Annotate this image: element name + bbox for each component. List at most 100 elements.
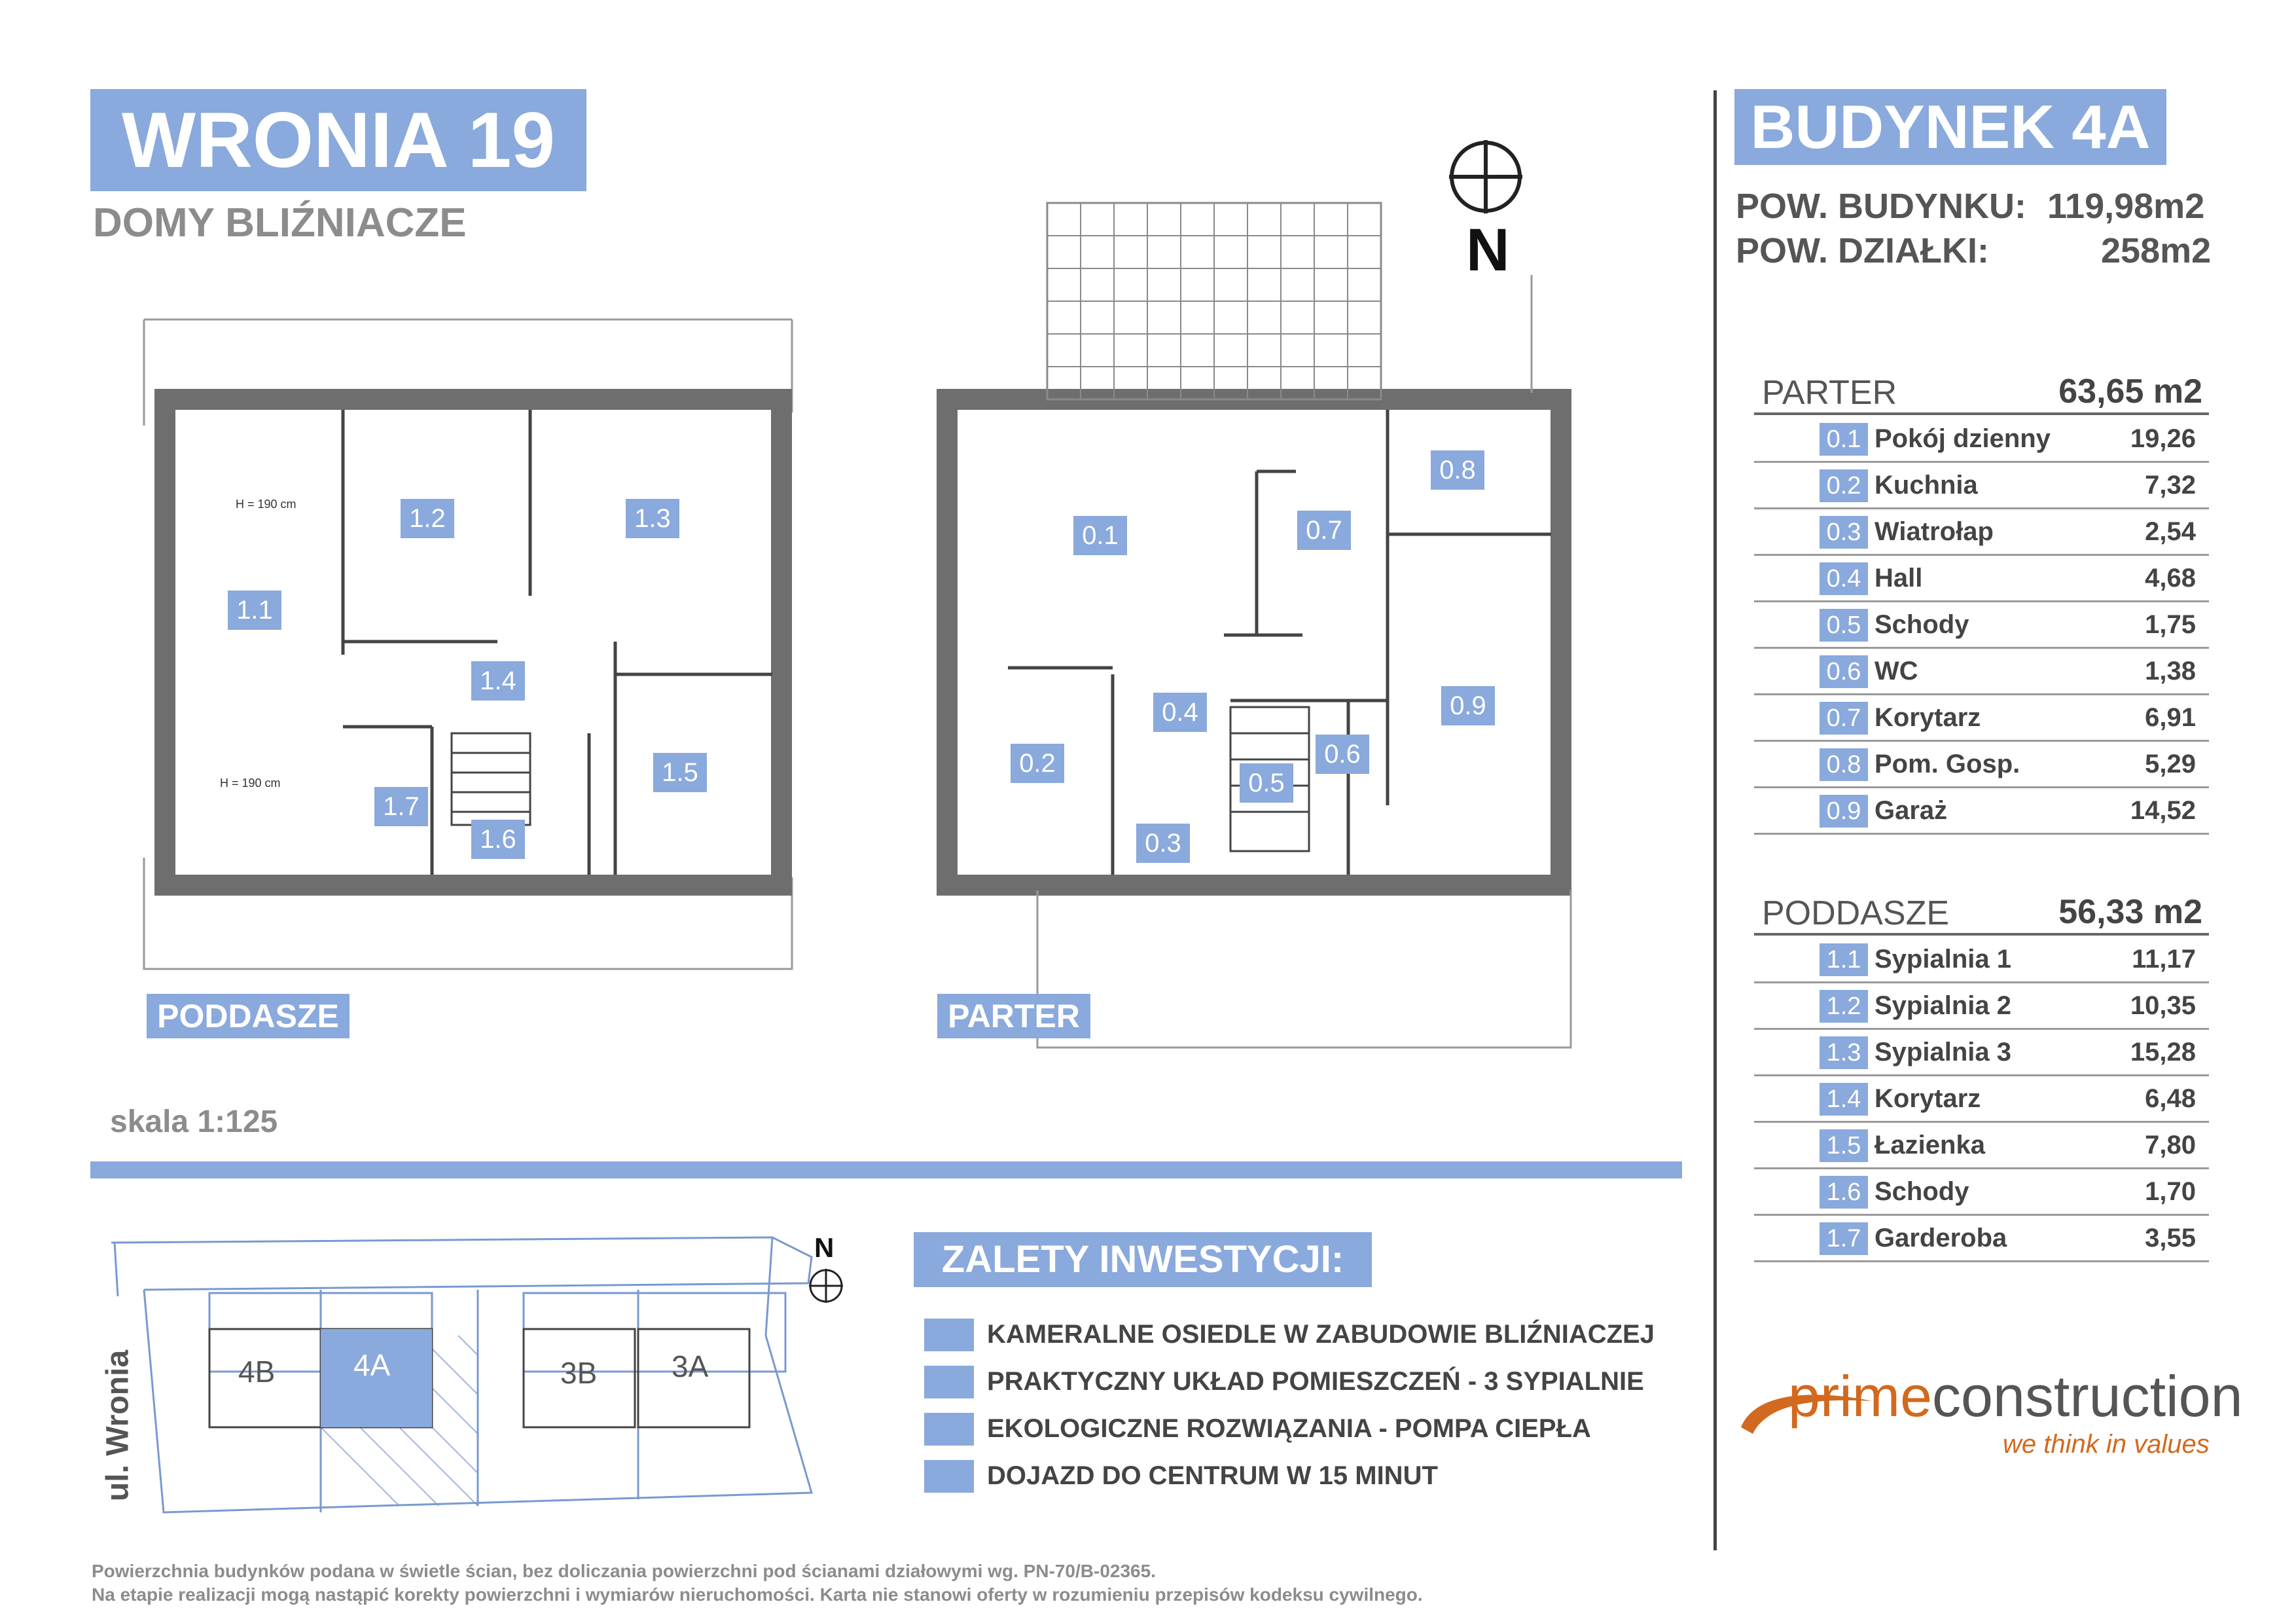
room-badge: 0.3 — [1136, 824, 1190, 863]
advantage-item: PRAKTYCZNY UKŁAD POMIESZCZEŃ - 3 SYPIALN… — [924, 1366, 1710, 1398]
room-area: 4,68 — [2145, 564, 2196, 593]
room-area: 11,17 — [2132, 945, 2196, 974]
room-name: Wiatrołap — [1874, 517, 1994, 546]
room-badge: 1.3 — [626, 499, 679, 538]
room-number: 0.9 — [1820, 795, 1868, 828]
room-area: 5,29 — [2145, 750, 2196, 778]
room-number: 1.3 — [1820, 1036, 1868, 1069]
room-name: Kuchnia — [1874, 471, 1978, 500]
height-note: H = 190 cm — [236, 498, 296, 511]
room-name: Schody — [1874, 1177, 1969, 1206]
room-name: Sypialnia 3 — [1874, 1038, 2011, 1067]
room-name: Sypialnia 2 — [1874, 991, 2011, 1020]
site-north-label: N — [814, 1232, 834, 1263]
brand-name-construction: construction — [1932, 1364, 2243, 1429]
room-area: 7,80 — [2145, 1131, 2196, 1159]
site-building-4a: 4A — [353, 1348, 391, 1382]
street-label: ul. Wronia — [100, 1349, 135, 1502]
room-area: 14,52 — [2130, 796, 2196, 825]
plot-area-value: 258m2 — [2101, 231, 2212, 270]
ground-plan-label: PARTER — [937, 994, 1090, 1038]
room-area: 10,35 — [2130, 991, 2196, 1020]
room-area: 6,91 — [2145, 703, 2196, 732]
room-number: 0.2 — [1820, 469, 1868, 502]
room-number: 0.4 — [1820, 562, 1868, 595]
room-badge: 1.4 — [471, 661, 525, 701]
room-name: Korytarz — [1874, 1084, 1981, 1113]
room-badge: 1.2 — [401, 499, 454, 538]
site-building-4b: 4B — [238, 1355, 276, 1389]
room-name: Garaż — [1874, 796, 1948, 825]
room-badge: 1.7 — [374, 787, 428, 826]
advantage-item: DOJAZD DO CENTRUM W 15 MINUT — [924, 1460, 1710, 1493]
room-badge: 0.5 — [1240, 763, 1293, 803]
room-name: Pom. Gosp. — [1874, 750, 2020, 778]
room-badge: 0.8 — [1431, 450, 1484, 490]
footer-note-1: Powierzchnia budynków podana w świetle ś… — [92, 1561, 1156, 1581]
room-area: 6,48 — [2145, 1084, 2196, 1113]
room-badge: 0.7 — [1297, 511, 1351, 550]
compass-icon — [1449, 140, 1522, 213]
room-name: Pokój dzienny — [1874, 424, 2051, 453]
room-name: Korytarz — [1874, 703, 1981, 732]
room-number: 1.4 — [1820, 1083, 1868, 1116]
room-number: 1.5 — [1820, 1129, 1868, 1162]
room-number: 0.7 — [1820, 702, 1868, 735]
brand-slogan: we think in values — [2003, 1430, 2210, 1459]
vertical-divider — [1713, 90, 1717, 1550]
site-building-3b: 3B — [560, 1356, 598, 1390]
room-badge: 0.1 — [1073, 516, 1127, 555]
project-title: WRONIA 19 — [90, 89, 586, 191]
advantage-item: KAMERALNE OSIEDLE W ZABUDOWIE BLIŹNIACZE… — [924, 1319, 1710, 1351]
room-number: 0.6 — [1820, 655, 1868, 688]
room-name: Schody — [1874, 610, 1969, 639]
north-label: N — [1466, 217, 1510, 283]
room-number: 0.3 — [1820, 516, 1868, 549]
plot-area-label: POW. DZIAŁKI: — [1736, 231, 1989, 270]
building-label: BUDYNEK 4A — [1734, 89, 2166, 165]
section-total: 56,33 m2 — [2058, 893, 2202, 931]
floor-plans — [143, 202, 1572, 1049]
room-area: 1,70 — [2145, 1177, 2196, 1206]
brand-swoosh-icon — [1741, 1395, 1872, 1434]
room-number: 1.6 — [1820, 1176, 1868, 1209]
room-area: 1,38 — [2145, 657, 2196, 685]
separator-bar — [90, 1161, 1682, 1178]
brand-name-prime: prime — [1788, 1364, 1933, 1429]
brand-logo: primeconstruction — [1788, 1363, 2243, 1430]
room-badge: 0.6 — [1316, 735, 1369, 774]
site-compass-icon — [809, 1269, 843, 1303]
room-badge: 0.2 — [1011, 744, 1064, 783]
building-area-label: POW. BUDYNKU: — [1736, 187, 2026, 226]
room-badge: 1.1 — [228, 591, 281, 630]
room-number: 0.5 — [1820, 609, 1868, 642]
room-area: 1,75 — [2145, 610, 2196, 639]
room-number: 0.1 — [1820, 423, 1868, 456]
building-area-value: 119,98m2 — [2047, 187, 2205, 226]
room-badge: 0.4 — [1153, 693, 1207, 732]
section-total: 63,65 m2 — [2058, 373, 2202, 410]
room-name: Łazienka — [1874, 1131, 1985, 1159]
project-subtitle: DOMY BLIŹNIACZE — [93, 200, 467, 246]
room-number: 1.7 — [1820, 1222, 1868, 1255]
room-area: 2,54 — [2145, 517, 2196, 546]
room-area: 3,55 — [2145, 1224, 2196, 1252]
scale-label: skala 1:125 — [110, 1104, 278, 1139]
room-area: 15,28 — [2130, 1038, 2196, 1067]
section-title: PARTER — [1762, 374, 1897, 412]
advantage-item: EKOLOGICZNE ROZWIĄZANIA - POMPA CIEPŁA — [924, 1413, 1710, 1446]
room-area: 7,32 — [2145, 471, 2196, 500]
